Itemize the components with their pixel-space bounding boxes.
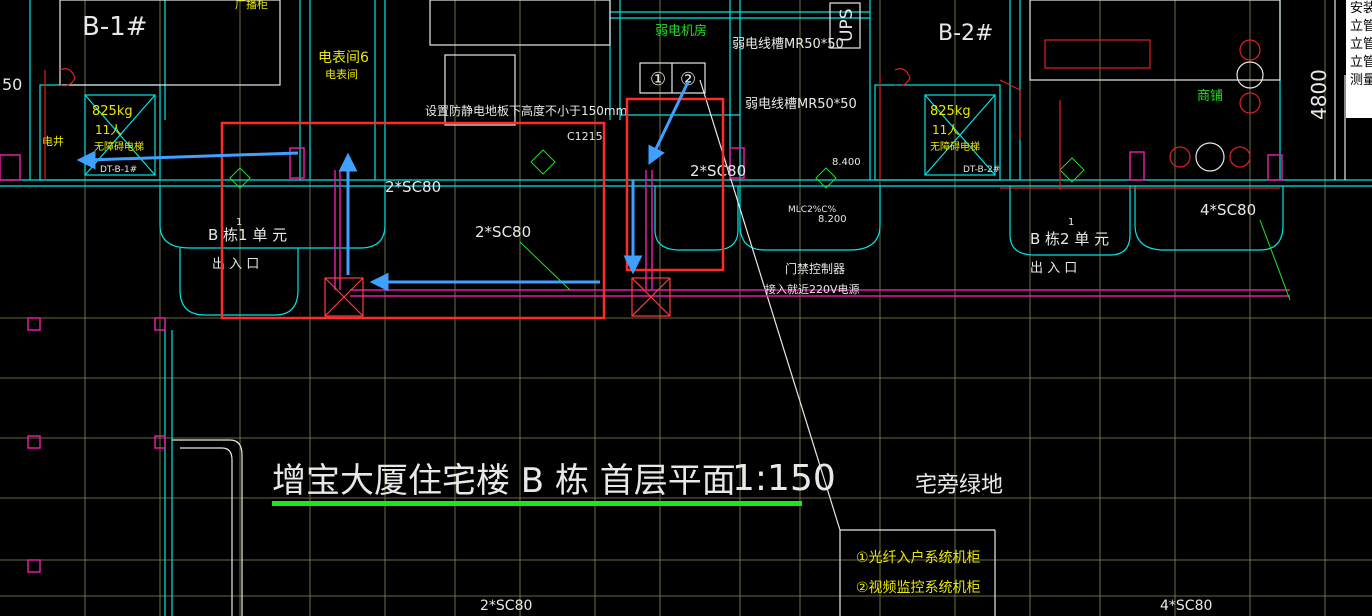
left-top-label: 广播柜 [235, 0, 268, 11]
junction-box-left [324, 277, 364, 317]
elevator-b1-type: 无障碍电梯 [94, 140, 144, 153]
magenta-lines [0, 147, 1290, 573]
unit-number-2: 1 [1068, 217, 1074, 228]
access-power-label: 接入就近220V电源 [765, 282, 860, 296]
ups-label: UPS [837, 9, 857, 43]
tray-label-2: 弱电线槽MR50*50 [745, 97, 857, 112]
electric-shaft-label: 电井 [42, 134, 64, 148]
elevation-8400: 8.400 [832, 157, 861, 168]
cabinet-1-label: ① [650, 69, 666, 90]
elevator-b2-code: DT-B-2# [963, 165, 1000, 175]
elevator-b1-weight: 825kg [92, 104, 133, 119]
elevator-b2-type: 无障碍电梯 [930, 140, 980, 153]
wall-symbols [229, 149, 1085, 189]
unit-b2-label: B 栋2 单 元 [1030, 230, 1109, 248]
conduit-label-bottom-right: 4*SC80 [1160, 598, 1212, 614]
side-panel-row: 安装 [1350, 1, 1372, 16]
side-panel-row: 立管 [1350, 55, 1372, 70]
meter-room-label: 电表间6 [318, 50, 369, 66]
drawing-scale: 1:150 [732, 458, 836, 499]
elevation-8200: 8.200 [818, 214, 847, 225]
side-panel-row: 立管 [1350, 37, 1372, 52]
weak-room-label: 弱电机房 [655, 23, 707, 39]
tray-label-1: 弱电线槽MR50*50 [732, 37, 844, 52]
exit-b1-label: 出 入 口 [212, 257, 259, 272]
meter-room-label-2: 电表间 [325, 67, 358, 81]
side-panel: 安装 立管 立管 立管 测量 [1346, 0, 1372, 118]
unit-b1-label: B 栋1 单 元 [208, 226, 287, 244]
elevator-b1-code: DT-B-1# [100, 165, 137, 175]
red-cables [44, 68, 1280, 190]
elevator-b2-weight: 825kg [930, 104, 971, 119]
antistatic-note: 设置防静电地板下高度不小于150mm [425, 103, 627, 118]
junction-box-right [631, 277, 671, 317]
elevator-b1-capacity: 11人 [95, 123, 122, 137]
drawing-title: 增宝大厦住宅楼 B 栋 首层平面 [272, 461, 736, 501]
legend-item-2: ②视频监控系统机柜 [856, 580, 981, 596]
conduit-label-bottom-left: 2*SC80 [480, 598, 532, 614]
cabinet-2-label: ② [680, 69, 696, 90]
conduit-label-d: 4*SC80 [1200, 201, 1256, 219]
shop-label: 商铺 [1197, 89, 1223, 104]
legend-item-1: ①光纤入户系统机柜 [856, 549, 981, 566]
unit-number-1: 1 [236, 217, 242, 228]
conduit-label-c: 2*SC80 [690, 162, 746, 180]
left-dim-50: 50 [2, 75, 22, 94]
c1215-label: C1215 [567, 130, 603, 143]
side-panel-row: 立管 [1350, 19, 1372, 34]
dimension-4800: 4800 [1307, 69, 1331, 120]
building-b1-tag: B-1# [82, 12, 148, 42]
building-b2-tag: B-2# [938, 21, 993, 46]
conduit-label-a: 2*SC80 [385, 178, 441, 196]
side-panel-row: 测量 [1350, 73, 1372, 88]
conduit-leader-d [1259, 219, 1291, 301]
red-highlight-boxes [220, 97, 725, 320]
blue-annotation-arrows [76, 81, 690, 292]
device-code: MLC2%C% [788, 205, 837, 215]
equipment-cabinets[interactable] [639, 62, 706, 94]
elevator-b2-capacity: 11人 [932, 123, 959, 137]
exit-b2-label: 出 入 口 [1030, 261, 1077, 276]
title-underline [272, 501, 802, 506]
conduit-label-b: 2*SC80 [475, 223, 531, 241]
greenbelt-label: 宅旁绿地 [915, 473, 1003, 498]
ups-box[interactable] [829, 2, 861, 49]
shop-furniture [1044, 39, 1264, 172]
access-controller-label: 门禁控制器 [785, 261, 845, 276]
